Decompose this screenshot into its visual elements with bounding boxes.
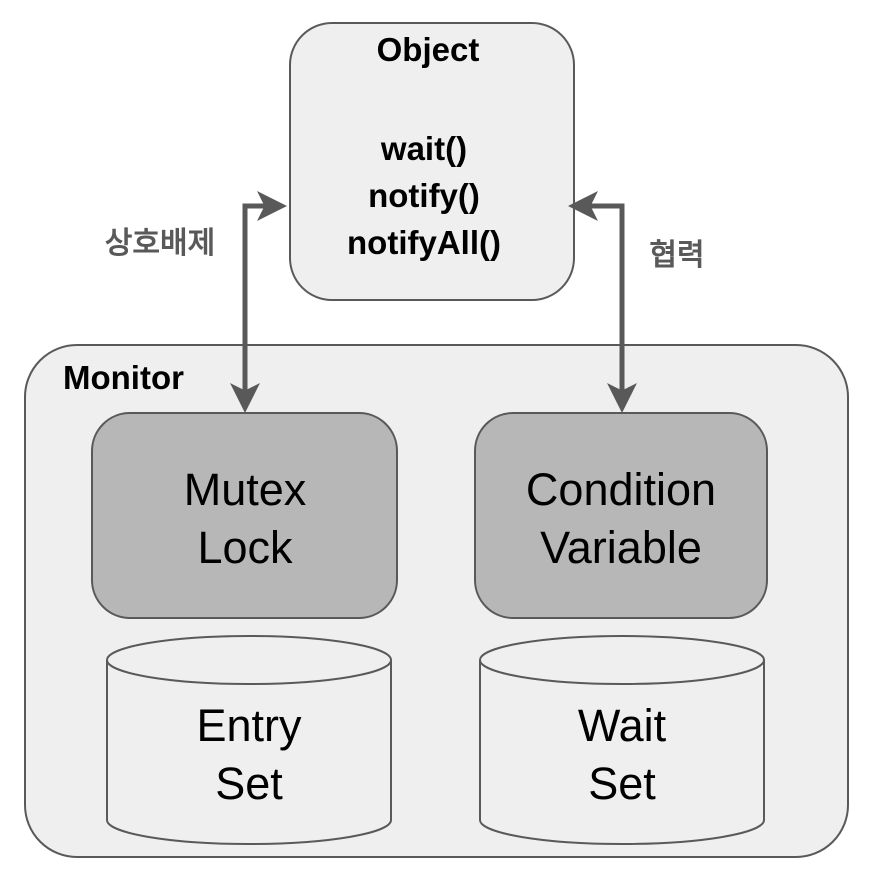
cooperation-arrow (568, 191, 637, 413)
monitor-title: Monitor (63, 359, 184, 396)
mutex-arrow (230, 191, 287, 413)
entry-set-line-2: Set (215, 758, 283, 809)
object-method-wait: wait() (380, 130, 467, 167)
entry-set-line-1: Entry (196, 700, 302, 751)
entry-set-cylinder: Entry Set (106, 635, 392, 845)
condition-variable-line-2: Variable (540, 522, 702, 573)
object-title: Object (377, 31, 480, 68)
wait-set-line-1: Wait (578, 700, 667, 751)
object-method-notify: notify() (368, 177, 480, 214)
condition-variable-line-1: Condition (526, 464, 716, 515)
label-mutual-exclusion: 상호배제 (105, 226, 215, 261)
mutex-lock-line-2: Lock (197, 522, 293, 573)
condition-variable-box: Condition Variable (474, 412, 768, 619)
mutex-lock-line-1: Mutex (184, 464, 307, 515)
mutex-lock-box: Mutex Lock (91, 412, 398, 619)
object-box: Object wait() notify() notifyAll() (289, 22, 575, 301)
wait-set-cylinder: Wait Set (479, 635, 765, 845)
label-cooperation: 협력 (649, 238, 704, 273)
wait-set-line-2: Set (588, 758, 656, 809)
object-method-notifyall: notifyAll() (347, 224, 501, 261)
